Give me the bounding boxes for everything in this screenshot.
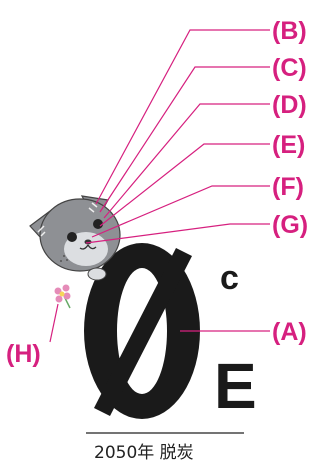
cat-whisker-dot bbox=[63, 255, 65, 257]
callout-label-a: (A) bbox=[272, 318, 307, 346]
callout-label-f: (F) bbox=[272, 173, 304, 201]
callout-label-b: (B) bbox=[272, 17, 307, 45]
flower-petal bbox=[63, 292, 71, 300]
zero-slash bbox=[94, 248, 192, 416]
flower-icon bbox=[54, 284, 71, 309]
leader-line-g bbox=[85, 223, 270, 244]
tagline-text: 2050年 脱炭 bbox=[94, 443, 194, 463]
leader-line-c bbox=[99, 66, 270, 213]
cat-mascot-icon bbox=[29, 195, 121, 281]
cat-ear-mark-right bbox=[88, 202, 98, 213]
flower-petal bbox=[55, 295, 63, 303]
callout-label-e: (E) bbox=[272, 131, 305, 159]
cat-mouth bbox=[79, 244, 97, 250]
flower-center bbox=[59, 291, 65, 297]
cat-paw bbox=[87, 267, 107, 281]
leader-lines bbox=[49, 29, 270, 343]
leader-line-e bbox=[99, 143, 270, 227]
cat-eye-left bbox=[67, 232, 77, 242]
callout-label-h: (H) bbox=[6, 340, 41, 368]
leader-line-b bbox=[95, 29, 270, 205]
callout-label-c: (C) bbox=[272, 54, 307, 82]
logo-letter-e: E bbox=[214, 350, 257, 422]
zero-logo bbox=[84, 243, 200, 419]
cat-whisker-dot bbox=[60, 260, 62, 262]
logo-superscript-c: c bbox=[220, 259, 239, 297]
cat-ear-mark-left bbox=[37, 225, 46, 237]
cat-eye-right bbox=[93, 219, 103, 229]
flower-petal bbox=[54, 287, 62, 295]
leader-line-f bbox=[91, 185, 270, 238]
callout-label-d: (D) bbox=[272, 91, 307, 119]
leader-line-d bbox=[103, 103, 270, 219]
flower-petal bbox=[62, 284, 70, 292]
cat-whisker-dot bbox=[66, 259, 68, 261]
callout-label-g: (G) bbox=[272, 211, 308, 239]
leader-line-h bbox=[49, 303, 59, 343]
